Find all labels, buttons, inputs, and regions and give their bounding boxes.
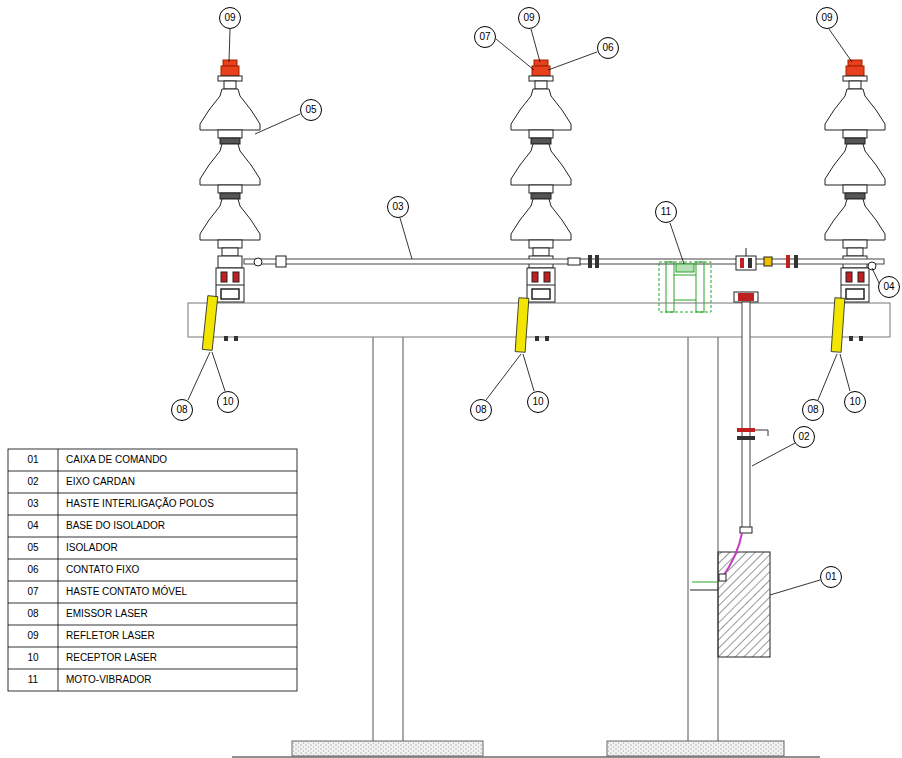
callout-number: 10 <box>844 391 866 413</box>
table-part-name: HASTE CONTATO MÓVEL <box>66 587 187 597</box>
motor-vibrator <box>659 262 711 312</box>
ground-line <box>232 757 820 758</box>
table-part-name: CONTATO FIXO <box>66 565 139 575</box>
support-posts <box>373 337 718 741</box>
table-item-number: 06 <box>27 565 38 575</box>
table-part-name: HASTE INTERLIGAÇÃO POLOS <box>66 499 214 509</box>
table-item-number: 03 <box>27 499 38 509</box>
cardan-shaft <box>734 248 768 533</box>
callout-number: 08 <box>802 399 824 421</box>
callout-number: 10 <box>217 391 239 413</box>
callout-number: 06 <box>597 37 619 59</box>
table-part-name: REFLETOR LASER <box>66 631 155 641</box>
callout-number: 11 <box>655 201 677 223</box>
command-box <box>690 533 770 657</box>
table-item-number: 04 <box>27 521 38 531</box>
table-part-name: CAIXA DE COMANDO <box>66 455 167 465</box>
table-part-name: MOTO-VIBRADOR <box>66 675 151 685</box>
interconnection-rod <box>244 255 884 270</box>
foundation <box>607 741 784 756</box>
foundation <box>292 741 483 756</box>
callout-number: 03 <box>387 196 409 218</box>
laser-receiver <box>202 296 845 353</box>
table-item-number: 05 <box>27 543 38 553</box>
callout-number: 09 <box>219 7 241 29</box>
insulator-column <box>825 60 885 341</box>
table-part-name: ISOLADOR <box>66 543 118 553</box>
callout-number: 09 <box>816 7 838 29</box>
parts-table <box>8 449 297 691</box>
table-part-name: EMISSOR LASER <box>66 609 148 619</box>
leader-lines <box>188 29 880 595</box>
callout-number: 02 <box>793 426 815 448</box>
table-item-number: 10 <box>27 653 38 663</box>
table-item-number: 02 <box>27 477 38 487</box>
callout-number: 08 <box>171 399 193 421</box>
table-part-name: RECEPTOR LASER <box>66 653 157 663</box>
callout-number: 08 <box>470 399 492 421</box>
table-part-name: EIXO CARDAN <box>66 477 135 487</box>
table-item-number: 07 <box>27 587 38 597</box>
table-item-number: 11 <box>28 675 38 685</box>
table-item-number: 08 <box>27 609 38 619</box>
callout-number: 07 <box>474 26 496 48</box>
table-item-number: 09 <box>27 631 38 641</box>
callout-number: 10 <box>527 391 549 413</box>
callout-number: 05 <box>300 99 322 121</box>
table-part-name: BASE DO ISOLADOR <box>66 521 165 531</box>
callout-number: 01 <box>820 566 842 588</box>
callout-number: 04 <box>878 276 900 298</box>
crossbeam <box>188 303 890 337</box>
callout-number: 09 <box>518 7 540 29</box>
table-item-number: 01 <box>27 455 38 465</box>
